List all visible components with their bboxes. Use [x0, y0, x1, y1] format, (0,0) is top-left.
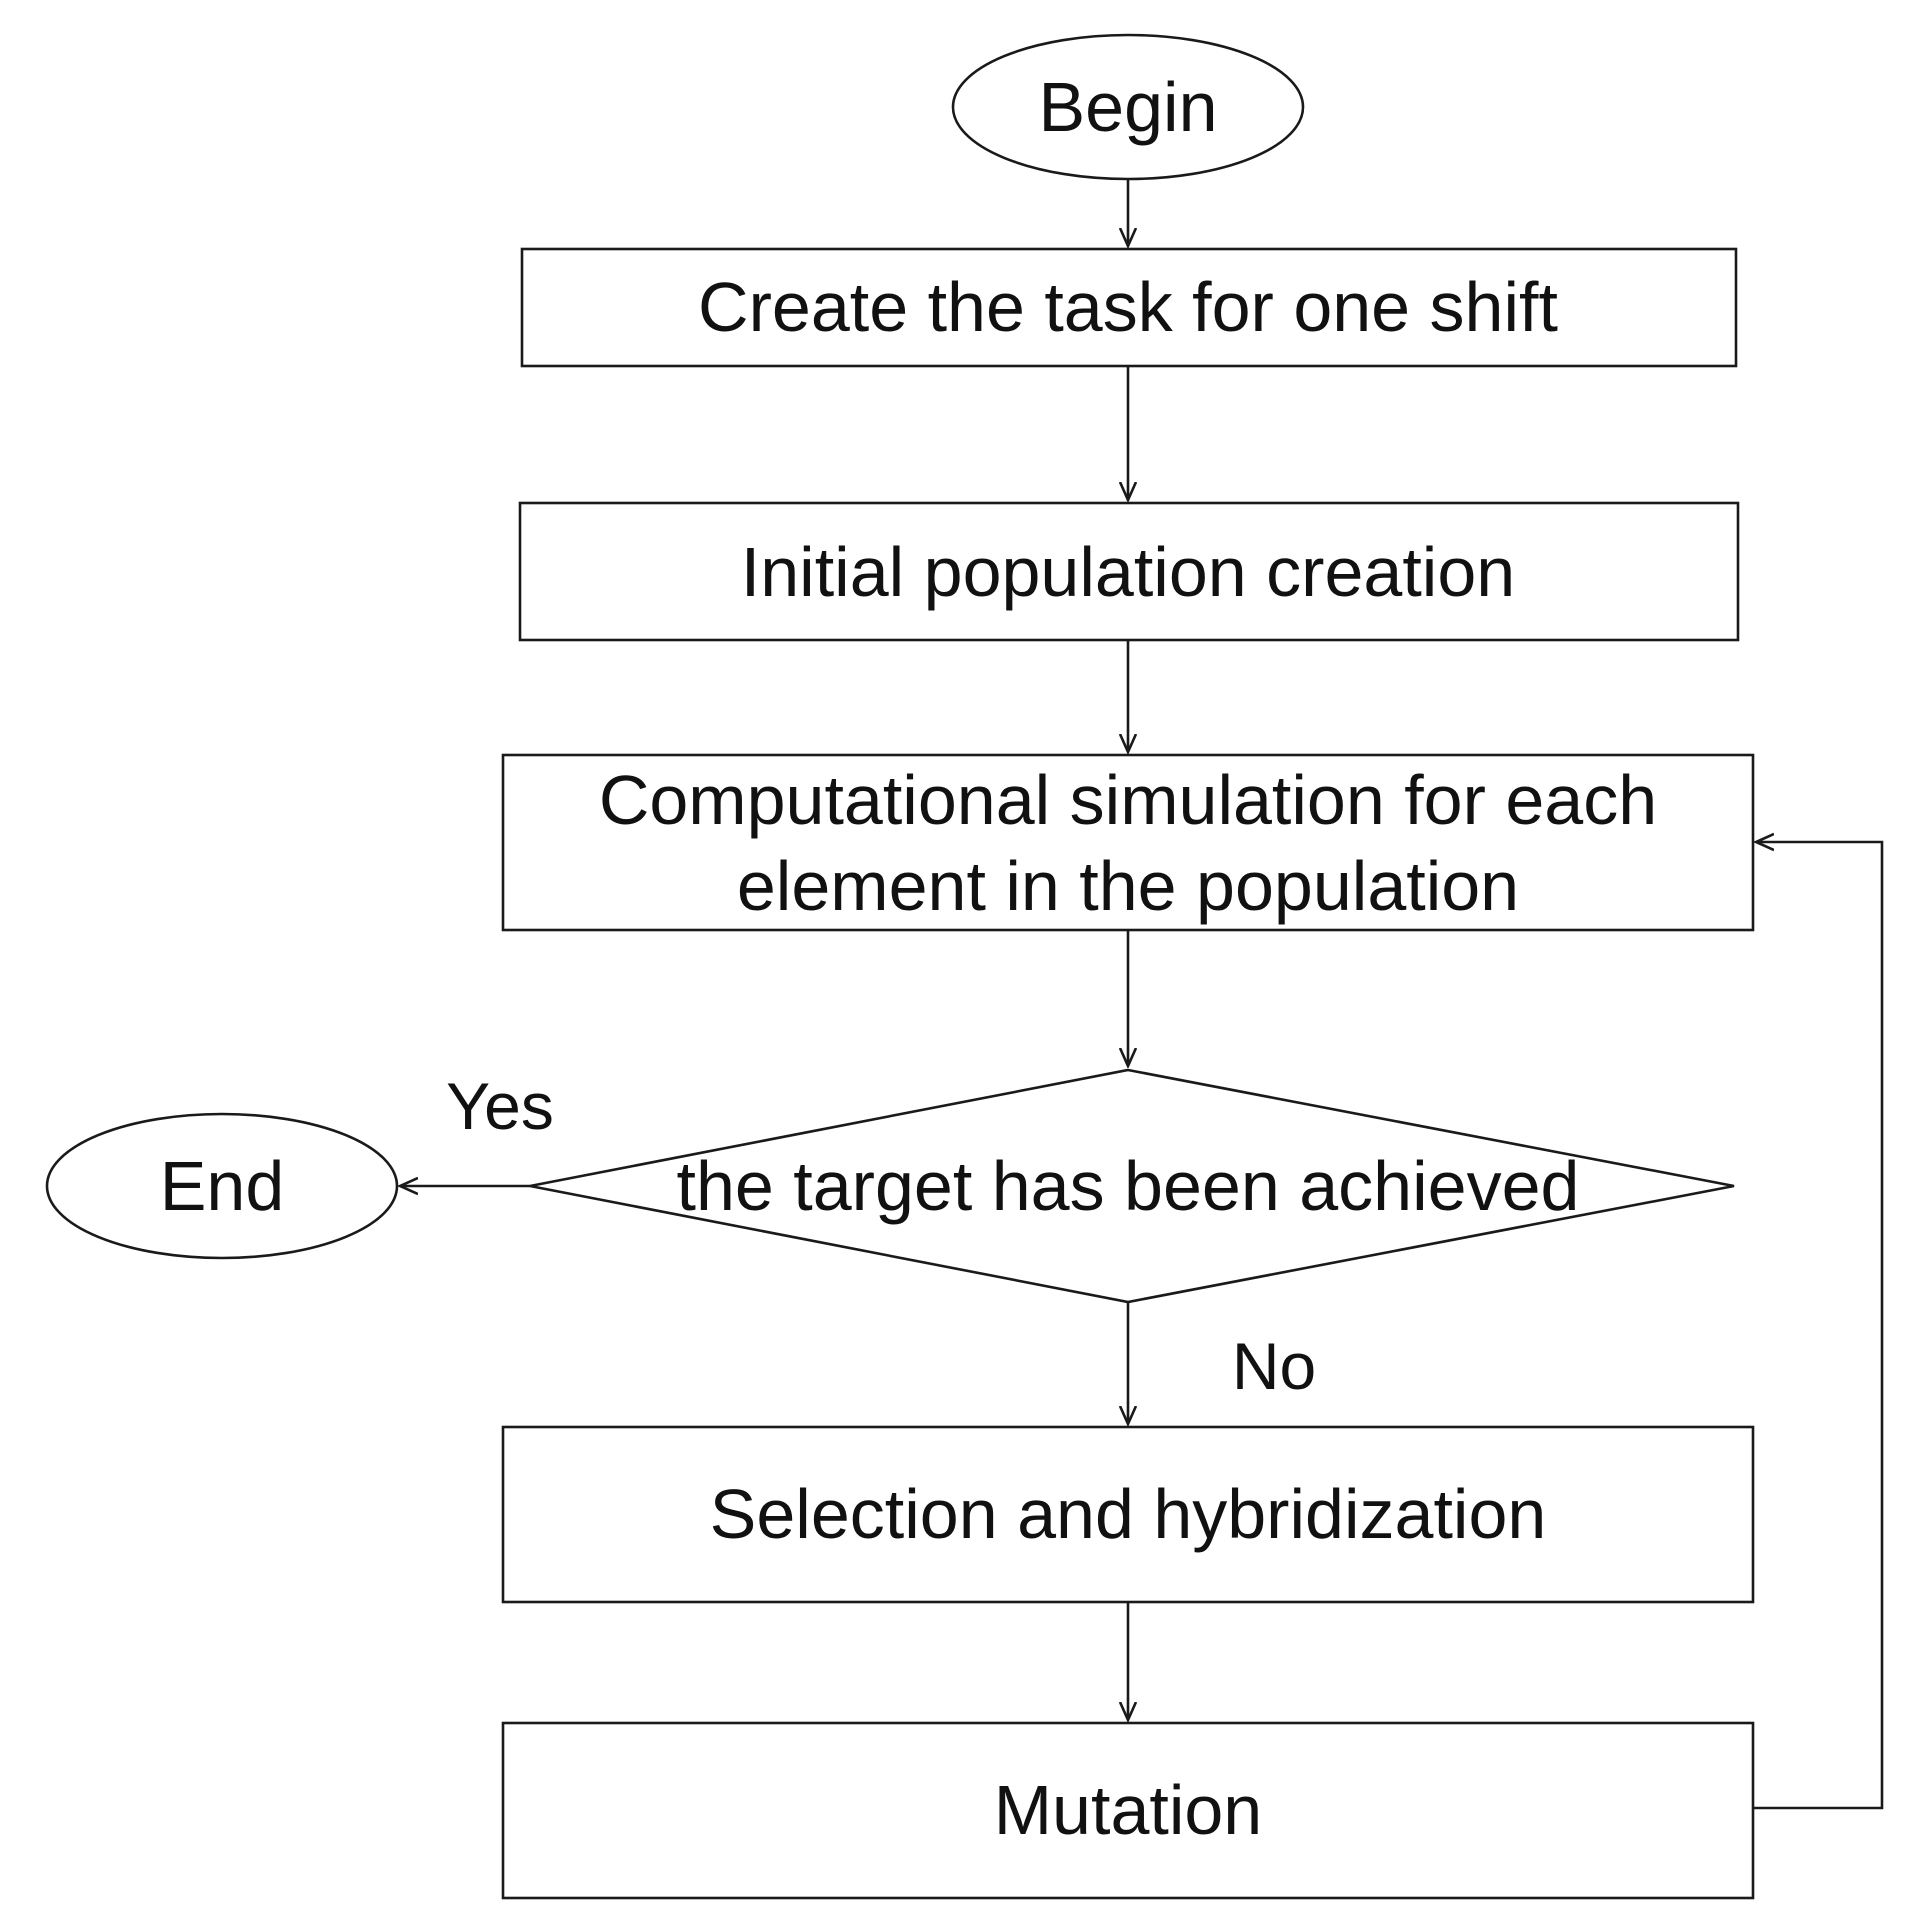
- initial-population-label: Initial population creation: [741, 533, 1515, 611]
- initial-population-box: [518, 501, 1740, 642]
- selection-process: Selection and hybridization: [501, 1425, 1755, 1604]
- edge-mutation-loop-to-simulation: [1752, 842, 1884, 1810]
- end-terminal: End: [45, 1112, 399, 1260]
- selection-label: Selection and hybridization: [710, 1475, 1547, 1553]
- mutation-box: [501, 1721, 1755, 1900]
- simulation-box: [501, 753, 1755, 932]
- create-task-box: [520, 247, 1738, 368]
- begin-ellipse: [951, 33, 1305, 181]
- begin-label: Begin: [1038, 68, 1217, 146]
- simulation-label-line-1: Computational simulation for each: [599, 761, 1657, 839]
- simulation-process: Computational simulation for each elemen…: [501, 753, 1755, 932]
- initial-population-process: Initial population creation: [518, 501, 1740, 642]
- mutation-process: Mutation: [501, 1721, 1755, 1900]
- create-task-process: Create the task for one shift: [520, 247, 1738, 368]
- begin-terminal: Begin: [951, 33, 1305, 181]
- no-edge-label: No: [1232, 1329, 1316, 1403]
- connectors: [400, 180, 1884, 1810]
- yes-edge-label: Yes: [446, 1069, 554, 1143]
- simulation-label-line-2: element in the population: [737, 847, 1519, 925]
- end-ellipse: [45, 1112, 399, 1260]
- selection-box: [501, 1425, 1755, 1604]
- target-decision-diamond: [529, 1068, 1735, 1304]
- mutation-label: Mutation: [994, 1771, 1262, 1849]
- target-decision-label: the target has been achieved: [677, 1147, 1580, 1225]
- end-label: End: [160, 1147, 285, 1225]
- create-task-label: Create the task for one shift: [698, 268, 1558, 346]
- target-decision: the target has been achieved: [529, 1068, 1735, 1304]
